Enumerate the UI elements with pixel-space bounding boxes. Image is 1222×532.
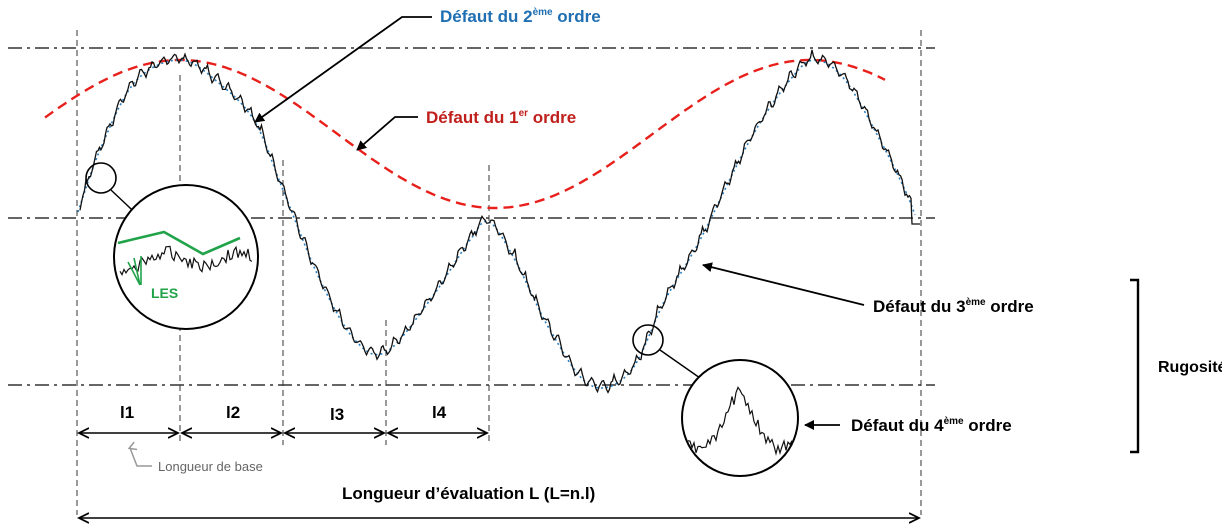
- zoom-profile-fourth: [687, 386, 793, 456]
- label-l4: l4: [432, 403, 447, 422]
- label-defect-4th-order: Défaut du 4ème ordre: [851, 416, 1012, 435]
- label-defect-3rd-order: Défaut du 3ème ordre: [873, 297, 1034, 316]
- label-l2: l2: [226, 403, 240, 422]
- first-order-defect-curve: [44, 58, 886, 210]
- label-base-length: Longueur de base: [158, 459, 263, 474]
- zoom-circle-fourth: [681, 359, 799, 477]
- label-defect-1st-order: Défaut du 1er ordre: [426, 108, 576, 127]
- les-pointer: [127, 256, 142, 286]
- label-rugosite: Rugosité: [1158, 359, 1222, 376]
- zoom-profile-les: [119, 245, 253, 276]
- label-les: LES: [151, 285, 178, 301]
- label-l1: l1: [120, 403, 134, 422]
- small-magnifier-circle-left: [85, 162, 117, 194]
- rugosite-bracket: [1130, 278, 1140, 454]
- zoom-circle-les: [113, 184, 259, 330]
- base-length-dividers: [76, 30, 922, 515]
- small-magnifier-circle-right: [632, 324, 664, 356]
- les-envelope-line: [117, 230, 241, 256]
- label-defect-2nd-order: Défaut du 2ème ordre: [440, 7, 601, 26]
- roughness-profile: [79, 49, 920, 394]
- callout-arrows: [254, 16, 865, 430]
- magnifier-connector-right: [659, 349, 701, 379]
- label-evaluation-length: Longueur d’évaluation L (L=n.l): [342, 484, 595, 503]
- second-order-defect-curve: [77, 59, 916, 389]
- label-l3: l3: [330, 405, 344, 424]
- base-length-pointer: [130, 448, 152, 467]
